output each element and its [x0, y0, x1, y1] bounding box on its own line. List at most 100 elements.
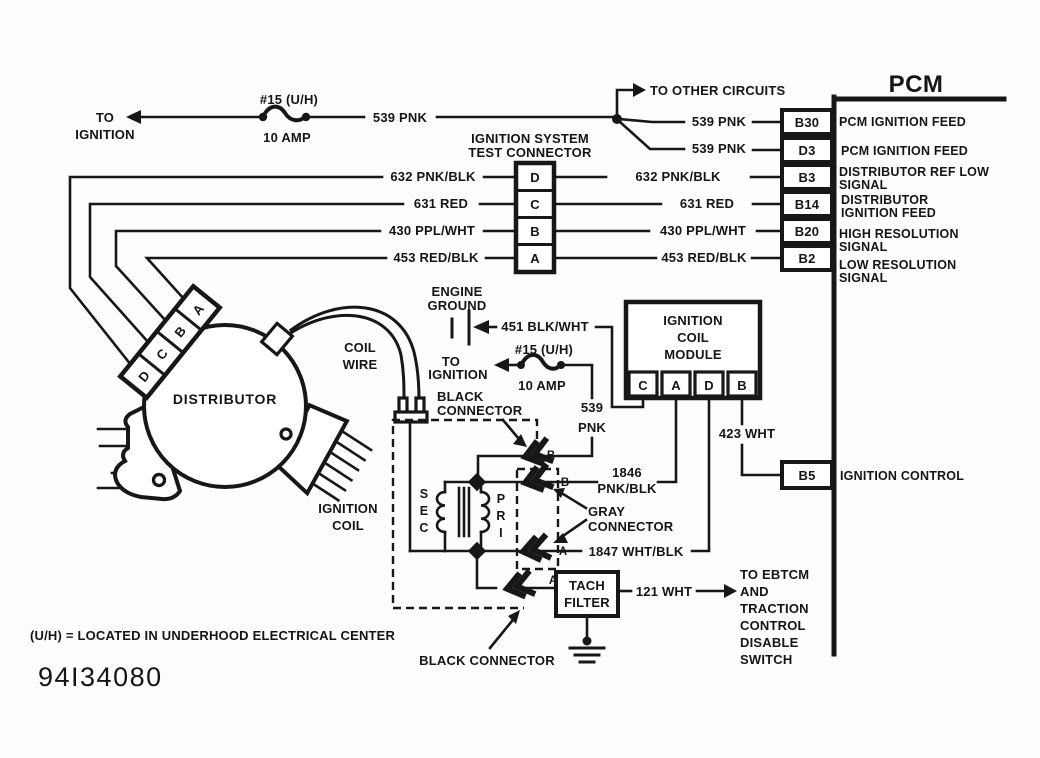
- test-connector-title: IGNITION SYSTEM: [471, 131, 589, 146]
- coil-connectors: B B A A BLACK CONNECTOR BLACK CONNECTOR …: [419, 389, 674, 668]
- earth-ground-icon: [568, 614, 606, 664]
- pcm-pin-desc: SIGNAL: [839, 240, 888, 254]
- connector-arrow-icon: [518, 532, 553, 563]
- engine-ground-label: ENGINE: [431, 284, 482, 299]
- wire-label-631: 631 RED: [680, 196, 734, 211]
- coil-wire-label: WIRE: [343, 357, 378, 372]
- tach-filter-label: TACH: [569, 578, 605, 593]
- pointer-arrow-icon: [501, 418, 521, 441]
- wire-label-539-pnk-b30: 539 PNK: [692, 114, 747, 129]
- ignition-coil-label: COIL: [332, 518, 364, 533]
- coil-wire-terminal: [259, 321, 295, 357]
- black-connector-label: BLACK: [437, 389, 484, 404]
- module-title: COIL: [677, 330, 709, 345]
- to-ignition-label: IGNITION: [428, 367, 487, 382]
- coil-feed-circuit: TO IGNITION #15 (U/H) 10 AMP 539 PNK: [428, 342, 606, 458]
- pcm-pin-id: B14: [795, 197, 820, 212]
- engine-ground-label: GROUND: [428, 298, 487, 313]
- ignition-coil-module: IGNITION COIL MODULE C A D B 1846 PNK/BL…: [531, 299, 784, 559]
- pcm-pin-desc: DISTRIBUTOR REF LOW: [839, 165, 989, 179]
- arrowhead-icon: [513, 434, 527, 447]
- distributor-label: DISTRIBUTOR: [173, 391, 277, 407]
- pcm-pin-desc: HIGH RESOLUTION: [839, 227, 959, 241]
- arrowhead-icon: [126, 110, 141, 124]
- module-title: MODULE: [664, 347, 722, 362]
- pointer-arrow-icon: [561, 492, 588, 510]
- pcm-pin-id: B5: [798, 468, 815, 483]
- wire-label-453: 453 RED/BLK: [393, 250, 479, 265]
- pcm-pin-desc: IGNITION CONTROL: [840, 469, 964, 483]
- fuse-icon: [517, 352, 565, 371]
- to-ignition-label: IGNITION: [75, 127, 134, 142]
- fuse-icon: [258, 104, 311, 123]
- ebtcm-label: TRACTION: [740, 601, 809, 616]
- arrowhead-icon: [553, 533, 568, 543]
- to-ignition-label: TO: [442, 354, 460, 369]
- pcm-pin-desc: SIGNAL: [839, 178, 888, 192]
- pcm-pin-desc: PCM IGNITION FEED: [841, 144, 968, 158]
- terminal-label: A: [549, 575, 557, 587]
- wire-label-632: 632 PNK/BLK: [390, 169, 476, 184]
- ignition-system-test-connector: IGNITION SYSTEM TEST CONNECTOR D C B A 6…: [468, 131, 784, 275]
- connector-arrow-icon: [520, 462, 555, 493]
- test-connector-pin: C: [530, 197, 540, 212]
- wire-label-423: 423 WHT: [719, 426, 775, 441]
- wire-label-539-pnk-d3: 539 PNK: [692, 141, 747, 156]
- ebtcm-label: AND: [740, 584, 769, 599]
- arrowhead-icon: [633, 83, 646, 97]
- black-connector-label: CONNECTOR: [437, 403, 523, 418]
- wire-label-1846: 1846: [612, 465, 642, 480]
- fuse-name-label: #15 (U/H): [260, 92, 318, 107]
- arrowhead-icon: [553, 488, 565, 498]
- gray-connector-label: CONNECTOR: [588, 519, 674, 534]
- tach-filter-label: FILTER: [564, 595, 610, 610]
- pcm-pin-box-d3: [780, 136, 834, 164]
- to-ignition-label: TO: [96, 110, 114, 125]
- pcm-block: PCM B30 PCM IGNITION FEED D3 PCM IGNITIO…: [780, 71, 1007, 657]
- pcm-pin-id: D3: [798, 143, 815, 158]
- sec-winding: [435, 490, 447, 534]
- distributor-assembly: DISTRIBUTOR D C B A COIL WIRE: [96, 283, 429, 503]
- distributor-connector-pads: D C B A: [117, 283, 223, 401]
- pcm-pin-box-b20: [780, 217, 834, 245]
- chassis-ground-icon: [450, 309, 471, 346]
- coil-core: [457, 486, 471, 538]
- pri-winding: [479, 490, 491, 534]
- coil-wire: COIL WIRE: [259, 305, 421, 402]
- engine-ground-circuit: ENGINE GROUND 451 BLK/WHT: [428, 284, 645, 409]
- module-pin-box-c: [627, 370, 659, 398]
- coil-wire-label: COIL: [344, 340, 376, 355]
- pcm-pin-id: B3: [798, 170, 815, 185]
- test-connector-pin: D: [530, 170, 540, 185]
- arrowhead-icon: [508, 610, 520, 624]
- pcm-pin-box-b30: [780, 108, 834, 136]
- bracket-hole-ring: [151, 472, 167, 488]
- wire-label-1847: 1847 WHT/BLK: [589, 544, 684, 559]
- pcm-pin-desc: DISTRIBUTOR: [841, 193, 928, 207]
- junction-diamond: [467, 541, 487, 561]
- module-pin: A: [671, 378, 681, 393]
- pcm-pin-id: B20: [795, 224, 819, 239]
- module-pin: D: [704, 378, 714, 393]
- test-connector-pin: A: [530, 251, 540, 266]
- pcm-pin-desc: PCM IGNITION FEED: [839, 115, 966, 129]
- ebtcm-label: TO EBTCM: [740, 567, 809, 582]
- pcm-pin-box-b3: [780, 163, 834, 191]
- pcm-title: PCM: [889, 71, 944, 98]
- drawing-id: 94I34080: [38, 662, 163, 692]
- arrowhead-icon: [473, 320, 489, 334]
- pcm-pin-desc: IGNITION FEED: [841, 206, 936, 220]
- ignition-coil-label: IGNITION: [318, 501, 377, 516]
- gray-connector-label: GRAY: [588, 504, 625, 519]
- wire-label-1846: PNK/BLK: [597, 481, 657, 496]
- wire-label-632: 632 PNK/BLK: [635, 169, 721, 184]
- wire-label-539: 539: [581, 400, 603, 415]
- fuse-name-label: #15 (U/H): [515, 342, 573, 357]
- module-title: IGNITION: [663, 313, 722, 328]
- module-pin: C: [638, 378, 648, 393]
- arrowhead-icon: [724, 584, 737, 598]
